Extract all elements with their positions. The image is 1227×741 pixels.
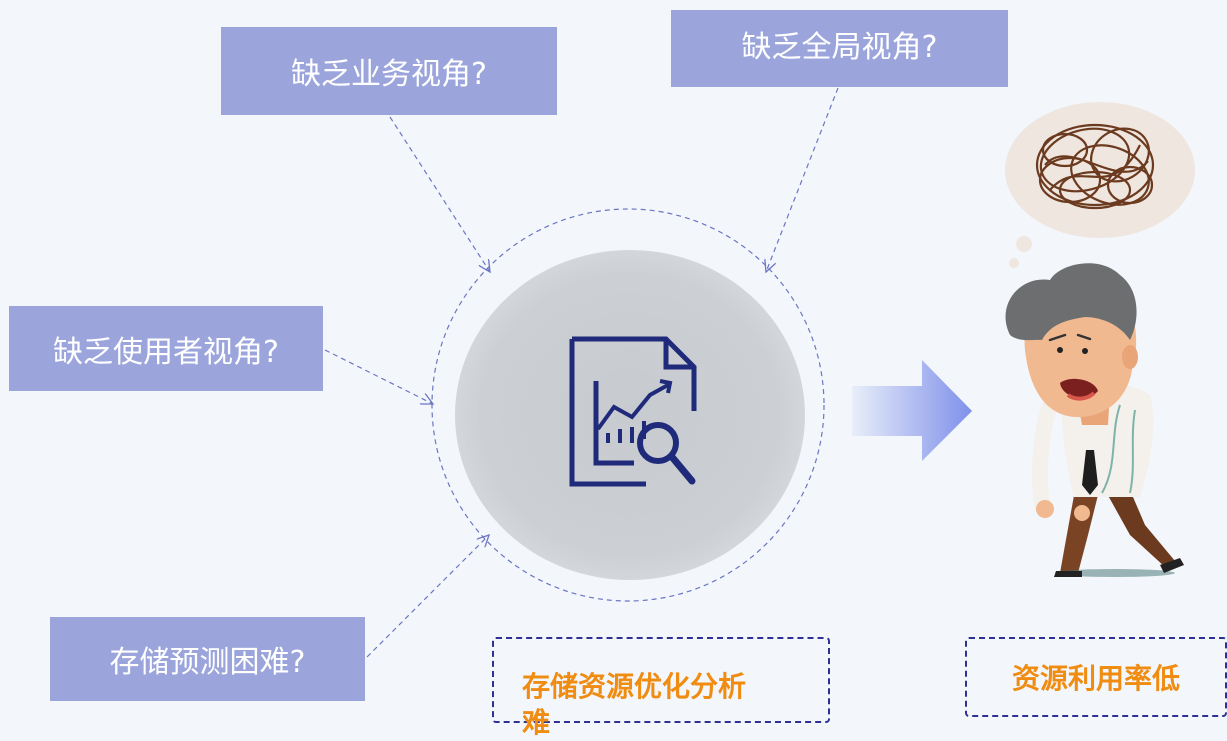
result-storage-analysis-difficult: 存储资源优化分析 难 xyxy=(492,637,830,739)
question-storage-prediction: 存储预测困难? xyxy=(50,617,365,701)
result-analysis-line2: 难 xyxy=(522,706,551,739)
document-chart-magnifier-icon xyxy=(569,336,697,487)
connector-user xyxy=(324,349,433,404)
right-arrow-icon xyxy=(852,360,972,461)
result-low-utilization: 资源利用率低 xyxy=(965,637,1227,717)
question-user-perspective: 缺乏使用者视角? xyxy=(9,306,323,391)
connector-predict xyxy=(366,535,489,658)
tangle-scribble xyxy=(1035,123,1155,210)
connector-global xyxy=(766,87,839,272)
question-global-perspective: 缺乏全局视角? xyxy=(671,10,1008,87)
thought-bubble xyxy=(1005,102,1195,238)
question-business-perspective: 缺乏业务视角? xyxy=(221,27,557,115)
dashed-ring xyxy=(431,208,825,602)
result-analysis-line1: 存储资源优化分析 xyxy=(522,670,747,703)
connector-business xyxy=(389,116,490,272)
confused-person-illustration xyxy=(1005,102,1195,577)
